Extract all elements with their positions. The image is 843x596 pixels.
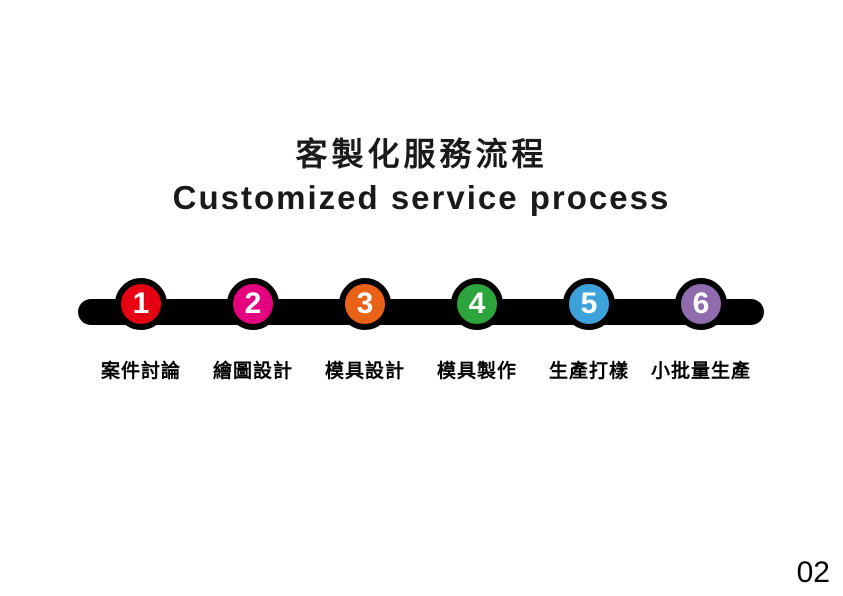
process-step-5: 5 生產打樣 xyxy=(529,278,649,383)
step-5-number-badge: 5 xyxy=(563,278,615,330)
step-1-number-badge: 1 xyxy=(115,278,167,330)
timeline-bar xyxy=(78,299,764,325)
step-3-label: 模具設計 xyxy=(324,361,405,382)
step-3-number-badge: 3 xyxy=(339,278,391,330)
step-2-label: 繪圖設計 xyxy=(212,361,293,382)
process-step-3: 3 模具設計 xyxy=(305,278,425,383)
step-6-number-badge: 6 xyxy=(675,278,727,330)
step-6-label: 小批量生產 xyxy=(650,361,751,382)
step-5-label: 生產打樣 xyxy=(548,361,629,382)
process-step-2: 2 繪圖設計 xyxy=(193,278,313,383)
step-1-label: 案件討論 xyxy=(100,361,181,382)
process-step-1: 1 案件討論 xyxy=(81,278,201,383)
page-number: 02 xyxy=(796,556,830,589)
page-title-chinese: 客製化服務流程 xyxy=(295,136,548,172)
step-4-number-badge: 4 xyxy=(451,278,503,330)
process-step-4: 4 模具製作 xyxy=(417,278,537,383)
page-title-english: Customized service process xyxy=(172,179,671,216)
step-4-label: 模具製作 xyxy=(436,361,517,382)
step-2-number-badge: 2 xyxy=(227,278,279,330)
process-step-6: 6 小批量生產 xyxy=(641,278,761,383)
